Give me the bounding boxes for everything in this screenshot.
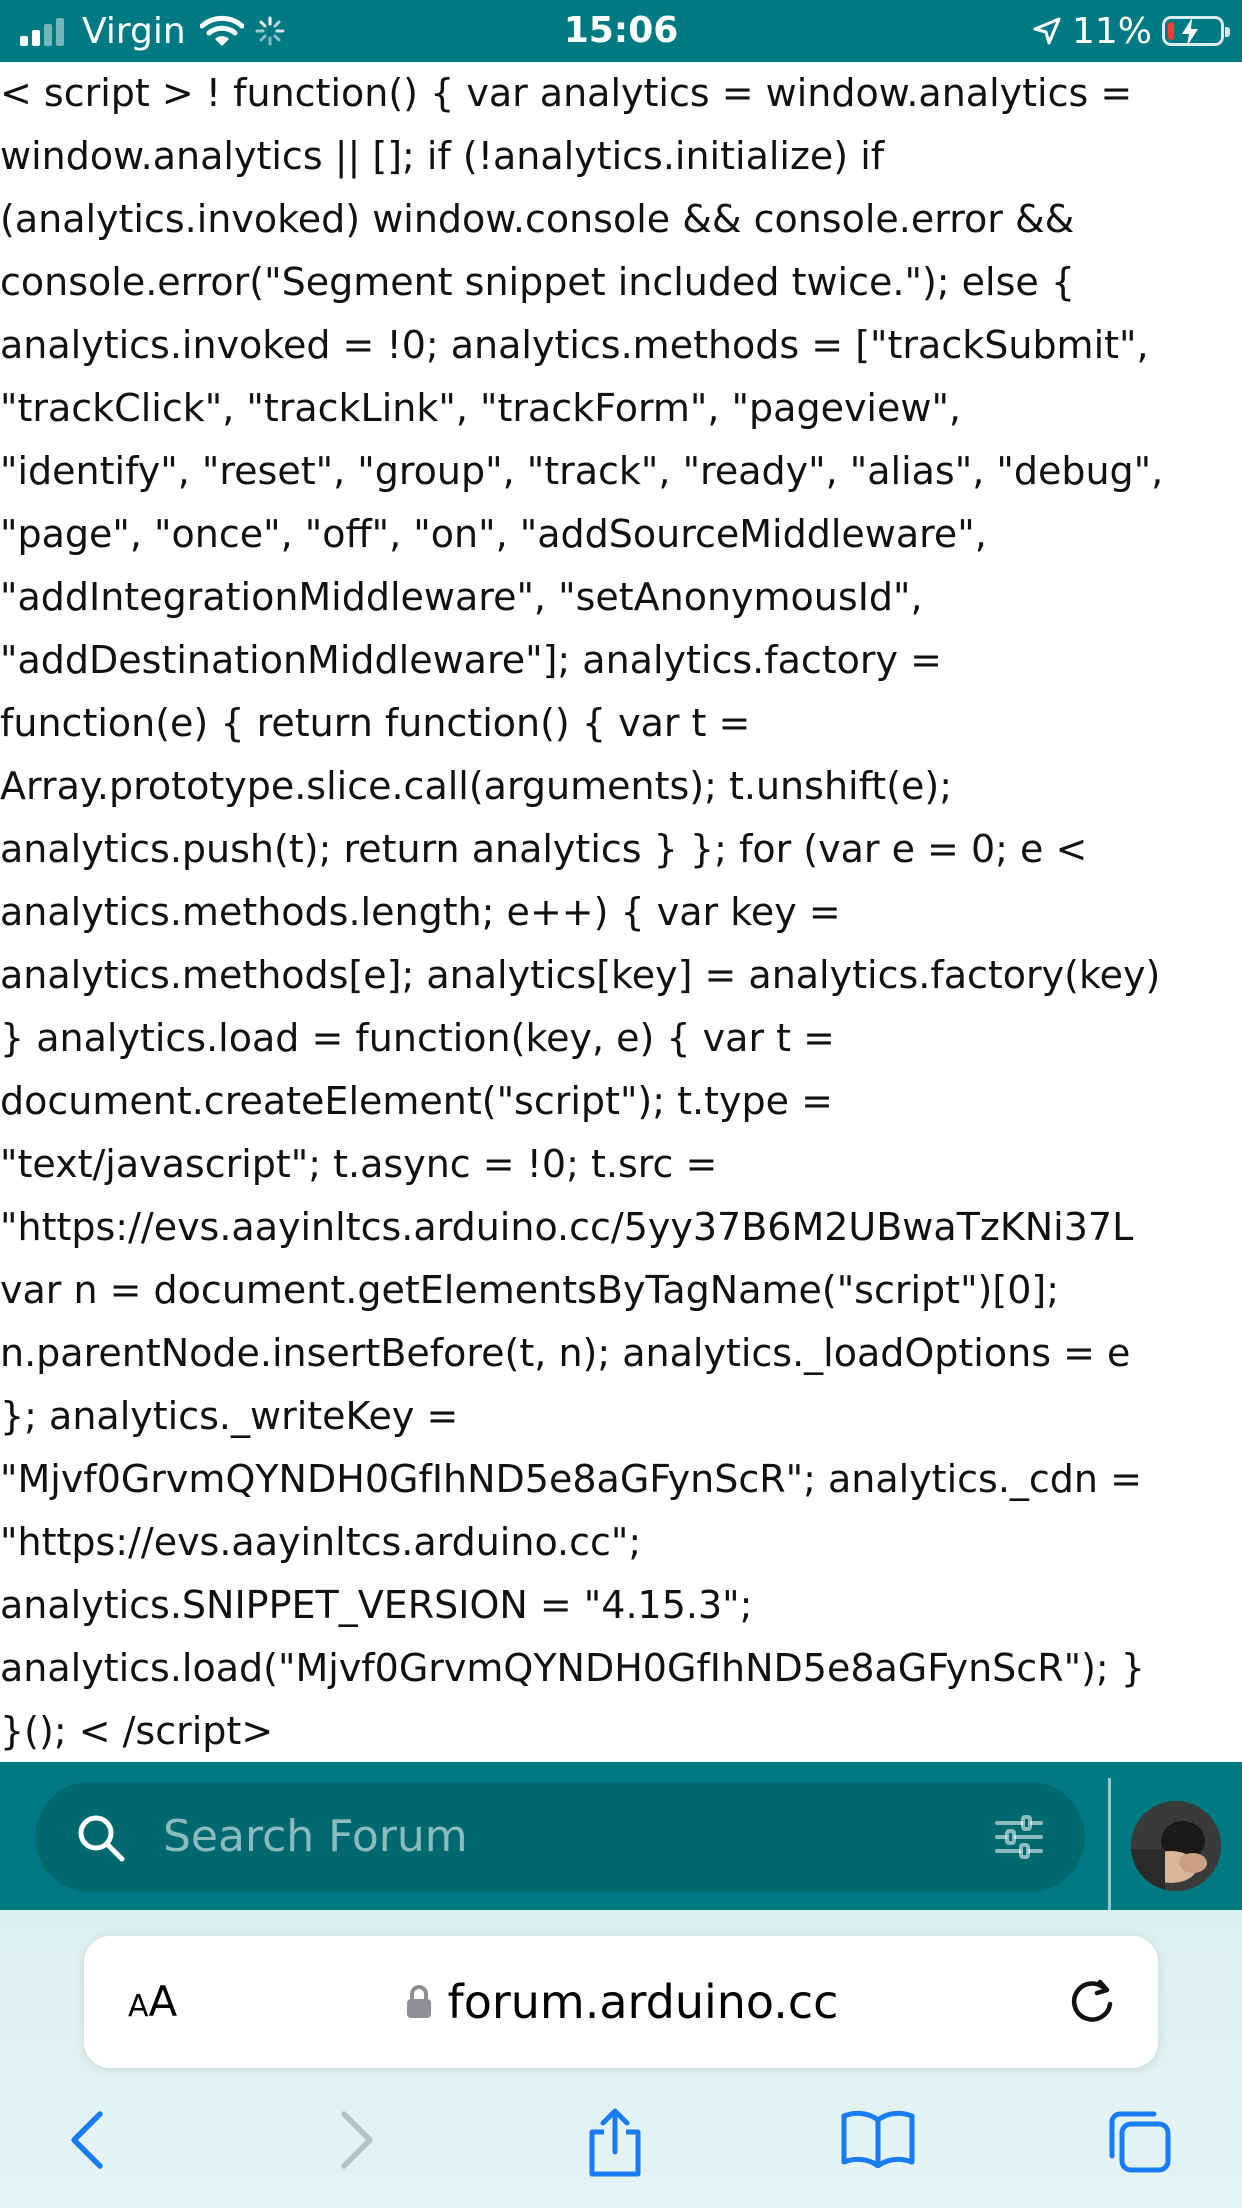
- code-line: "trackClick", "trackLink", "trackForm", …: [0, 386, 962, 430]
- code-line: function(e) { return function() { var t …: [0, 701, 751, 745]
- code-line: < script > ! function() { var analytics …: [0, 71, 1133, 115]
- wifi-icon: [199, 14, 244, 48]
- text-size-button[interactable]: AA: [128, 1977, 178, 2026]
- activity-spinner-icon: [254, 15, 286, 47]
- code-line: window.analytics || []; if (!analytics.i…: [0, 134, 885, 178]
- battery-icon: [1162, 16, 1230, 46]
- code-line: analytics.invoked = !0; analytics.method…: [0, 323, 1149, 367]
- code-line: "addDestinationMiddleware"]; analytics.f…: [0, 638, 942, 682]
- code-line: "page", "once", "off", "on", "addSourceM…: [0, 512, 987, 556]
- code-line: (analytics.invoked) window.console && co…: [0, 197, 1075, 241]
- code-line: "Mjvf0GrvmQYNDH0GfIhND5e8aGFynScR"; anal…: [0, 1457, 1142, 1501]
- forum-header: Search Forum: [0, 1762, 1242, 1910]
- url-display[interactable]: forum.arduino.cc: [84, 1936, 1158, 2068]
- status-left: Virgin: [20, 0, 296, 62]
- share-icon[interactable]: [584, 2108, 646, 2182]
- url-text: forum.arduino.cc: [447, 1975, 839, 2029]
- code-line: }; analytics._writeKey =: [0, 1394, 459, 1438]
- sliders-icon[interactable]: [995, 1815, 1043, 1863]
- battery-level-fill: [1168, 22, 1174, 40]
- forward-icon[interactable]: [334, 2108, 378, 2176]
- code-line: document.createElement("script"); t.type…: [0, 1079, 833, 1123]
- code-line: "https://evs.aayinltcs.arduino.cc/5yy37B…: [0, 1205, 1134, 1249]
- tabs-icon[interactable]: [1106, 2108, 1172, 2178]
- code-line: console.error("Segment snippet included …: [0, 260, 1076, 304]
- carrier-name: Virgin: [82, 10, 186, 52]
- code-line: Array.prototype.slice.call(arguments); t…: [0, 764, 953, 808]
- battery-percent: 11%: [1071, 10, 1152, 52]
- search-forum-input[interactable]: Search Forum: [35, 1782, 1085, 1892]
- code-line: analytics.push(t); return analytics } };…: [0, 827, 1088, 871]
- code-line: "text/javascript"; t.async = !0; t.src =: [0, 1142, 718, 1186]
- header-divider: [1108, 1778, 1111, 1910]
- location-arrow-icon: [1032, 16, 1062, 46]
- code-line: var n = document.getElementsByTagName("s…: [0, 1268, 1060, 1312]
- reload-icon[interactable]: [1066, 1976, 1118, 2032]
- cellular-signal-icon: [20, 16, 68, 46]
- search-icon: [75, 1812, 127, 1868]
- status-bar: Virgin: [0, 0, 1242, 62]
- charging-bolt-icon: [1182, 18, 1198, 46]
- page-source-text: < script > ! function() { var analytics …: [0, 62, 1242, 1762]
- bookmarks-icon[interactable]: [840, 2108, 916, 2172]
- back-icon[interactable]: [66, 2108, 110, 2176]
- code-line: analytics.load("Mjvf0GrvmQYNDH0GfIhND5e8…: [0, 1646, 1145, 1690]
- code-line: "https://evs.aayinltcs.arduino.cc";: [0, 1520, 642, 1564]
- code-line: analytics.methods[e]; analytics[key] = a…: [0, 953, 1161, 997]
- code-line: } analytics.load = function(key, e) { va…: [0, 1016, 835, 1060]
- browser-toolbar: [0, 2108, 1242, 2208]
- code-line: }(); < /script>: [0, 1709, 274, 1753]
- code-line: "identify", "reset", "group", "track", "…: [0, 449, 1164, 493]
- address-bar[interactable]: AA forum.arduino.cc: [84, 1936, 1158, 2068]
- user-avatar[interactable]: [1131, 1801, 1221, 1891]
- status-right: 11%: [1032, 0, 1230, 62]
- search-placeholder: Search Forum: [163, 1811, 468, 1862]
- code-line: analytics.methods.length; e++) { var key…: [0, 890, 841, 934]
- browser-chrome: AA forum.arduino.cc: [0, 1910, 1242, 2208]
- code-line: n.parentNode.insertBefore(t, n); analyti…: [0, 1331, 1131, 1375]
- code-line: "addIntegrationMiddleware", "setAnonymou…: [0, 575, 923, 619]
- lock-icon: [404, 1984, 434, 2020]
- code-line: analytics.SNIPPET_VERSION = "4.15.3";: [0, 1583, 753, 1627]
